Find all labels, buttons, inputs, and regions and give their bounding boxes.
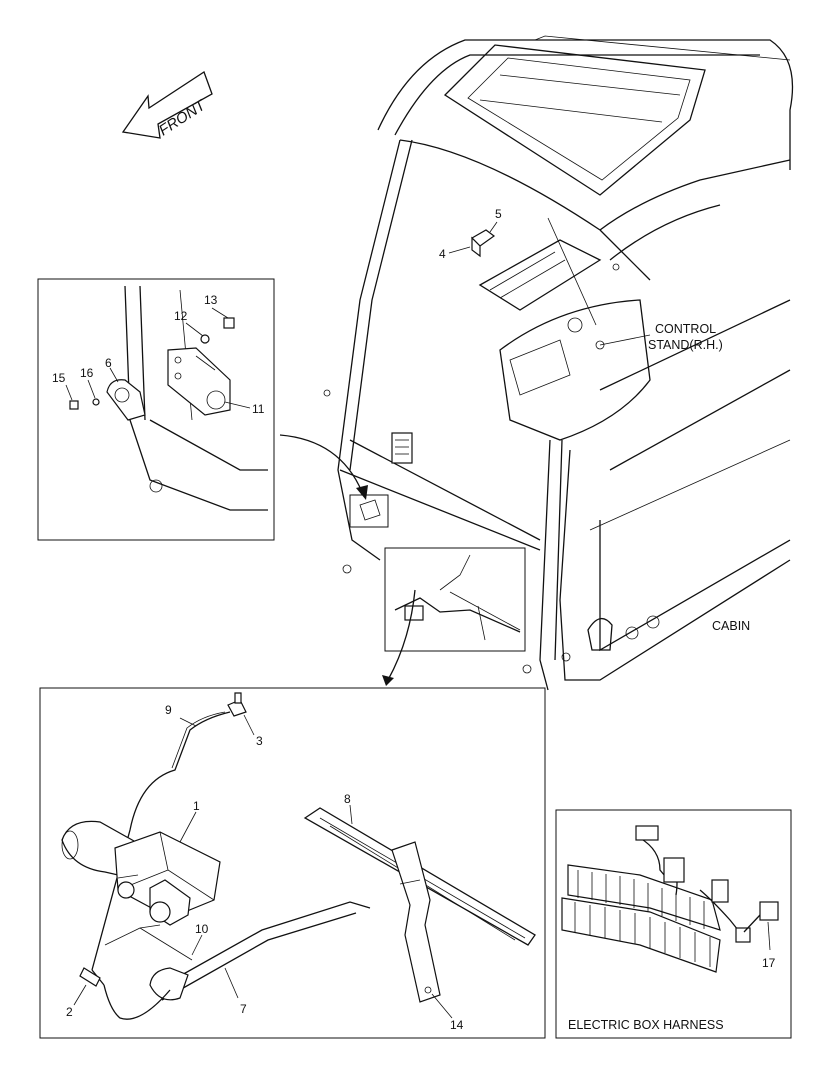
callout-10: 10 — [195, 922, 209, 936]
caption-electric-box-harness: ELECTRIC BOX HARNESS — [568, 1018, 724, 1032]
callout-12: 12 — [174, 309, 188, 323]
callout-9: 9 — [165, 703, 172, 717]
callout-14: 14 — [450, 1018, 464, 1032]
caption-control-stand-line2: STAND(R.H.) — [648, 338, 723, 352]
callout-15: 15 — [52, 371, 66, 385]
caption-control-stand-line1: CONTROL — [655, 322, 716, 336]
front-arrow: FRONT — [121, 71, 213, 139]
callout-7: 7 — [240, 1002, 247, 1016]
callout-1: 1 — [193, 799, 200, 813]
callout-5: 5 — [495, 207, 502, 221]
callout-16: 16 — [80, 366, 94, 380]
callout-6: 6 — [105, 356, 112, 370]
wiper-detail-inset — [384, 547, 526, 652]
callout-17: 17 — [762, 956, 776, 970]
callout-13: 13 — [204, 293, 218, 307]
caption-cabin: CABIN — [712, 619, 750, 633]
cabin-illustration — [323, 35, 794, 691]
callout-2: 2 — [66, 1005, 73, 1019]
wiper-assembly-inset — [39, 687, 546, 1039]
callout-3: 3 — [256, 734, 263, 748]
callout-8: 8 — [344, 792, 351, 806]
callout-4: 4 — [439, 247, 446, 261]
callout-11: 11 — [252, 402, 265, 416]
mirror-bracket-inset — [37, 278, 275, 541]
electric-box-harness-inset — [555, 809, 792, 1039]
front-arrow-label: FRONT — [156, 96, 210, 139]
